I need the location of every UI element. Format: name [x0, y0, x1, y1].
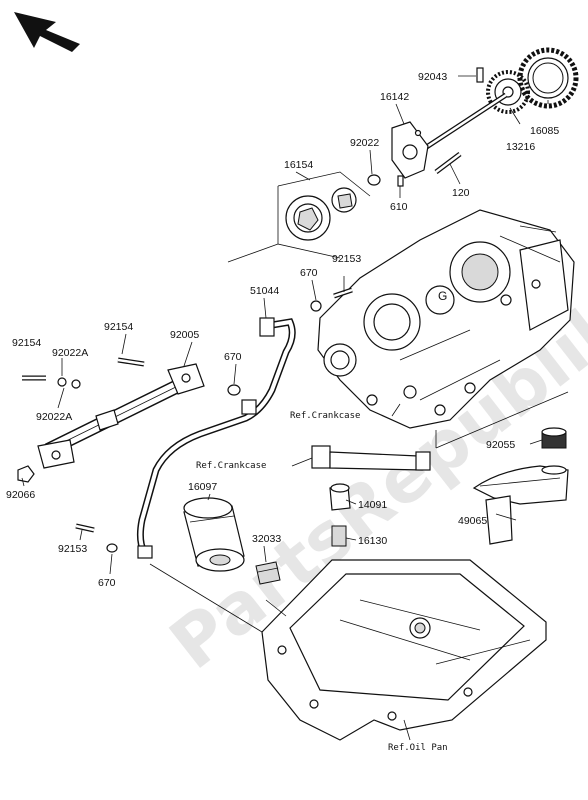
nut-92066	[17, 465, 35, 483]
label-51044: 51044	[250, 285, 279, 297]
label-49065: 49065	[458, 515, 487, 527]
label-92154-left: 92154	[12, 337, 41, 349]
cap-92055	[541, 427, 567, 449]
ref-oil-pan: Ref.Oil Pan	[388, 743, 448, 753]
oil-filter-16097	[183, 497, 245, 572]
label-92043: 92043	[418, 71, 447, 83]
label-92022: 92022	[350, 137, 379, 149]
leader-lines	[21, 75, 569, 741]
label-92154-mid: 92154	[104, 321, 133, 333]
label-14091: 14091	[358, 499, 387, 511]
bolt-92153-bot	[75, 523, 95, 533]
label-92022A-top: 92022A	[52, 347, 88, 359]
part-labels: 92043 16142 13216 16085 92022 16154 120 …	[6, 71, 559, 589]
pipe-32033	[255, 561, 281, 585]
label-670-top: 670	[300, 267, 318, 279]
pump-cover-16142	[391, 121, 429, 179]
washers-92022A	[57, 377, 81, 389]
ref-crankcase-1: Ref.Crankcase	[290, 411, 360, 421]
collar-14091	[329, 483, 351, 511]
label-92055: 92055	[486, 439, 515, 451]
front-arrow-icon	[14, 12, 80, 52]
bolt-92153-top	[333, 287, 353, 299]
oring-670-top	[310, 300, 322, 312]
label-610: 610	[390, 201, 408, 213]
crankcase: G	[317, 209, 575, 429]
strainer-49065	[472, 465, 569, 545]
bolt-92154-mid	[117, 357, 145, 367]
pin-610	[397, 175, 404, 187]
oil-pipe-51044	[136, 317, 296, 559]
sprocket-16085	[517, 47, 579, 109]
reference-labels: Ref.Crankcase Ref.Crankcase Ref.Oil Pan	[196, 411, 448, 753]
label-16130: 16130	[358, 535, 387, 547]
pump-shaft	[423, 92, 508, 151]
bolt-120	[434, 152, 462, 174]
label-670-mid: 670	[224, 351, 242, 363]
label-16097: 16097	[188, 481, 217, 493]
svg-text:G: G	[438, 289, 447, 303]
label-16142: 16142	[380, 91, 409, 103]
label-92153-top: 92153	[332, 253, 361, 265]
label-670-bot: 670	[98, 577, 116, 589]
oring-670-mid	[227, 384, 241, 396]
oil-pipe-92005	[37, 363, 205, 469]
label-32033: 32033	[252, 533, 281, 545]
oring-92022	[367, 174, 381, 186]
oil-pan	[261, 559, 547, 741]
gear-13216	[486, 70, 530, 114]
label-13216: 13216	[506, 141, 535, 153]
label-92022A-bot: 92022A	[36, 411, 72, 423]
spring-16130	[331, 525, 347, 547]
label-92005: 92005	[170, 329, 199, 341]
label-16154: 16154	[284, 159, 313, 171]
label-92066: 92066	[6, 489, 35, 501]
label-120: 120	[452, 187, 470, 199]
label-16085: 16085	[530, 125, 559, 137]
relief-valve	[311, 445, 431, 471]
pin-92043	[476, 67, 484, 83]
label-92153-bot: 92153	[58, 543, 87, 555]
rotor-16154	[227, 171, 371, 263]
ref-crankcase-2: Ref.Crankcase	[196, 461, 266, 471]
oring-670-bot	[106, 543, 118, 553]
